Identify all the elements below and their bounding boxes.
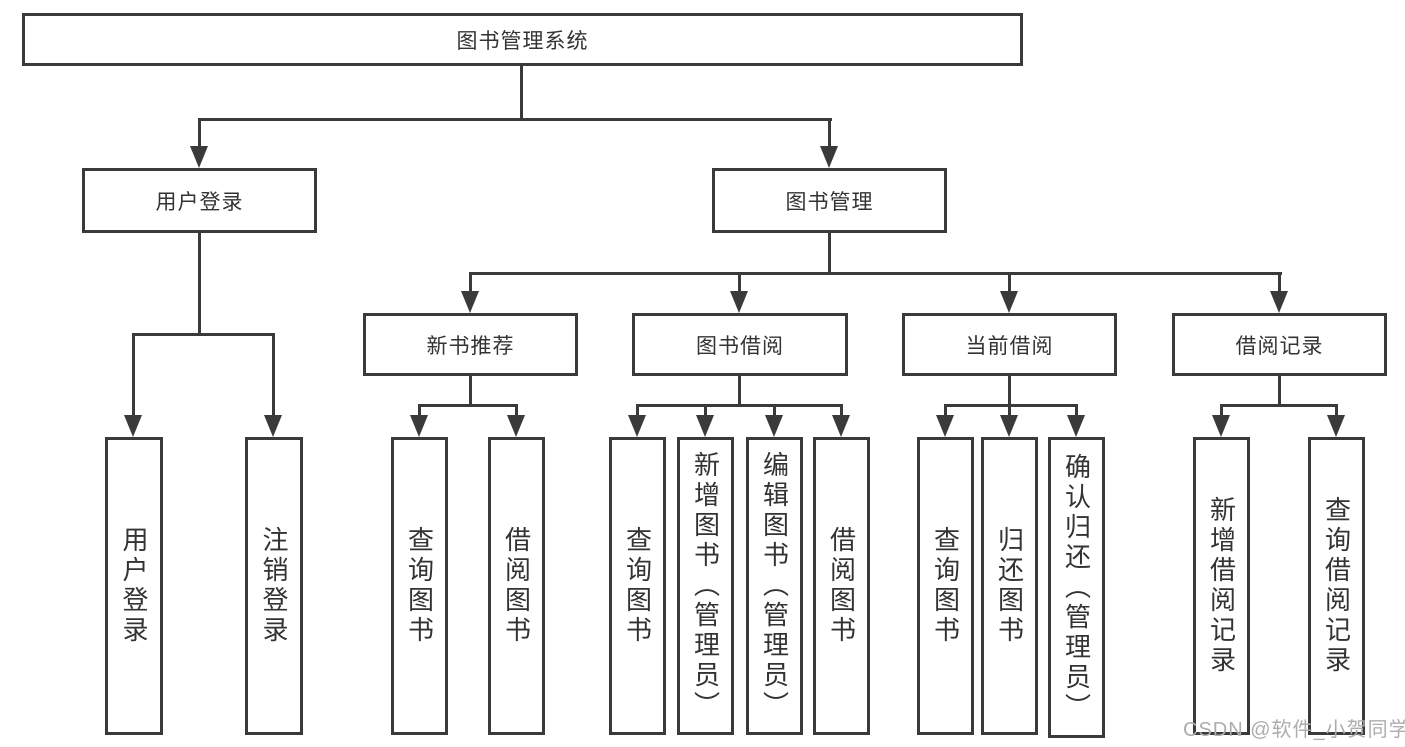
- connector-new-book-stem: [469, 376, 472, 407]
- connector-user-login-stem: [198, 233, 201, 336]
- node-borrow-records: 借阅记录: [1172, 313, 1387, 376]
- connector-drop-current-borrow: [1008, 272, 1011, 294]
- leaf-borrow-books-1: 借阅图书: [488, 437, 545, 735]
- arrowhead-icon: [1270, 291, 1288, 313]
- connector-drop-leaf: [704, 404, 707, 418]
- node-new-book-recommend: 新书推荐: [363, 313, 578, 376]
- arrowhead-icon: [1000, 291, 1018, 313]
- leaf-query-books-3: 查询图书: [917, 437, 974, 735]
- connector-drop-leaf: [418, 404, 421, 418]
- connector-root-stem: [520, 66, 523, 118]
- node-user-login: 用户登录: [82, 168, 317, 233]
- arrowhead-icon: [765, 415, 783, 437]
- leaf-label: 注销登录: [259, 526, 289, 646]
- leaf-label: 借阅图书: [826, 526, 857, 646]
- connector-drop-borrow-records: [1278, 272, 1281, 294]
- connector-drop-leaf: [636, 404, 639, 418]
- connector-book-management-branch: [469, 272, 1282, 275]
- connector-book-borrow-stem: [738, 376, 741, 407]
- leaf-query-books-2: 查询图书: [609, 437, 666, 735]
- leaf-label: 查询图书: [404, 526, 435, 646]
- connector-borrow-records-branch: [1220, 404, 1338, 407]
- leaf-add-borrow-record: 新增借阅记录: [1193, 437, 1250, 735]
- arrowhead-icon: [1067, 415, 1085, 437]
- leaf-label: 确认归还（管理员）: [1061, 452, 1092, 723]
- connector-user-login-branch: [132, 333, 275, 336]
- arrowhead-icon: [1000, 415, 1018, 437]
- leaf-label: 借阅图书: [501, 526, 532, 646]
- arrowhead-icon: [124, 415, 142, 437]
- leaf-confirm-return-admin: 确认归还（管理员）: [1048, 437, 1105, 738]
- connector-drop-book-borrow: [738, 272, 741, 294]
- arrowhead-icon: [730, 291, 748, 313]
- arrowhead-icon: [1327, 415, 1345, 437]
- connector-current-borrow-stem: [1008, 376, 1011, 407]
- connector-drop-leaf: [515, 404, 518, 418]
- connector-root-branch: [198, 118, 832, 121]
- leaf-label: 新增借阅记录: [1206, 496, 1237, 676]
- arrowhead-icon: [936, 415, 954, 437]
- arrowhead-icon: [461, 291, 479, 313]
- leaf-label: 查询图书: [930, 526, 961, 646]
- leaf-query-borrow-record: 查询借阅记录: [1308, 437, 1365, 735]
- leaf-add-books-admin: 新增图书（管理员）: [677, 437, 734, 735]
- node-library-system: 图书管理系统: [22, 13, 1023, 66]
- connector-borrow-records-stem: [1278, 376, 1281, 407]
- arrowhead-icon: [410, 415, 428, 437]
- node-book-management: 图书管理: [712, 168, 947, 233]
- leaf-label: 用户登录: [119, 526, 149, 646]
- connector-drop-leaf: [1335, 404, 1338, 418]
- connector-drop-leaf: [840, 404, 843, 418]
- connector-drop-book-management: [828, 118, 831, 148]
- connector-drop-leaf: [132, 333, 135, 417]
- connector-current-borrow-branch: [944, 404, 1078, 407]
- leaf-return-books: 归还图书: [981, 437, 1038, 735]
- arrowhead-icon: [832, 415, 850, 437]
- connector-drop-leaf: [272, 333, 275, 417]
- leaf-logout: 注销登录: [245, 437, 303, 735]
- leaf-label: 编辑图书（管理员）: [759, 451, 790, 721]
- leaf-query-books-1: 查询图书: [391, 437, 448, 735]
- connector-book-borrow-branch: [636, 404, 843, 407]
- connector-drop-leaf: [1220, 404, 1223, 418]
- leaf-label: 查询借阅记录: [1321, 496, 1352, 676]
- node-book-borrow: 图书借阅: [632, 313, 848, 376]
- arrowhead-icon: [696, 415, 714, 437]
- connector-drop-leaf: [773, 404, 776, 418]
- arrowhead-icon: [190, 146, 208, 168]
- connector-book-management-stem: [828, 233, 831, 275]
- leaf-label: 查询图书: [622, 526, 653, 646]
- connector-drop-leaf: [1008, 404, 1011, 418]
- csdn-watermark: CSDN @软件_小贺同学: [1183, 719, 1405, 741]
- connector-drop-user-login: [198, 118, 201, 148]
- leaf-label: 归还图书: [994, 526, 1025, 646]
- arrowhead-icon: [1212, 415, 1230, 437]
- leaf-edit-books-admin: 编辑图书（管理员）: [746, 437, 803, 735]
- node-current-borrow: 当前借阅: [902, 313, 1117, 376]
- arrowhead-icon: [820, 146, 838, 168]
- connector-drop-leaf: [944, 404, 947, 418]
- arrowhead-icon: [507, 415, 525, 437]
- arrowhead-icon: [628, 415, 646, 437]
- connector-new-book-branch: [418, 404, 518, 407]
- leaf-borrow-books-2: 借阅图书: [813, 437, 870, 735]
- leaf-label: 新增图书（管理员）: [690, 451, 721, 721]
- leaf-user-login: 用户登录: [105, 437, 163, 735]
- connector-drop-leaf: [1075, 404, 1078, 418]
- connector-drop-new-book: [469, 272, 472, 294]
- arrowhead-icon: [264, 415, 282, 437]
